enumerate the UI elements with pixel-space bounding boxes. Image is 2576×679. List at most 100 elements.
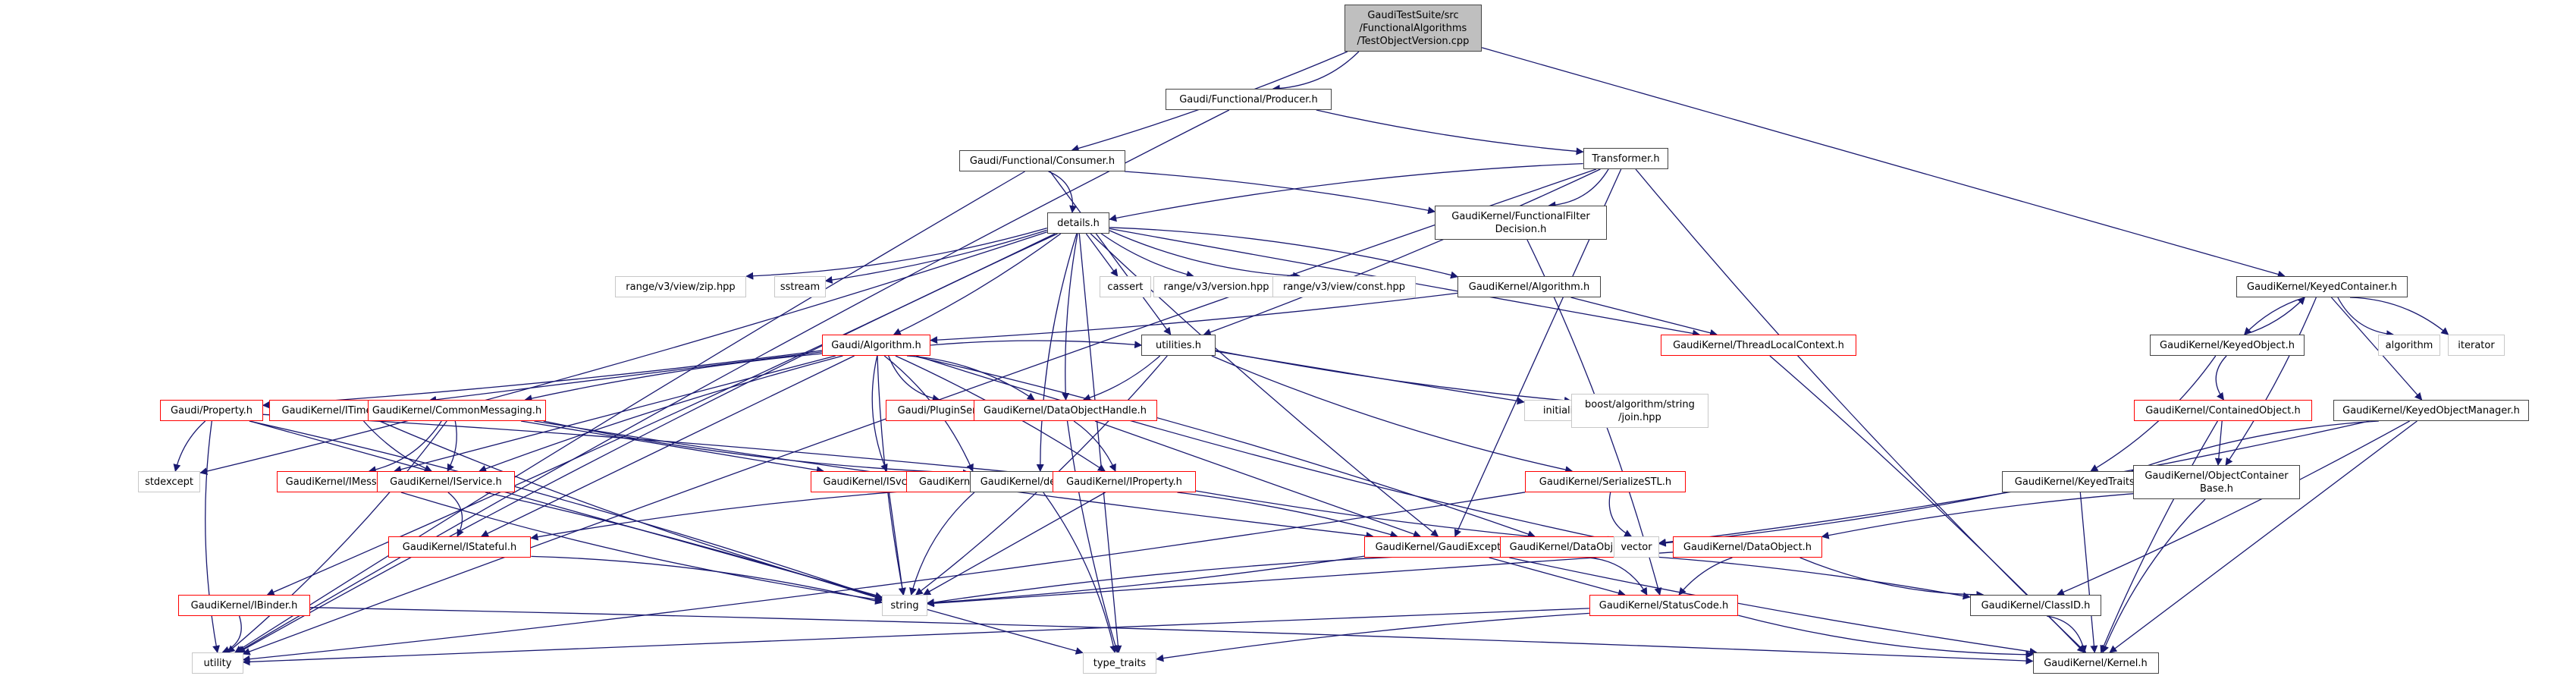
node-transformer[interactable]: Transformer.h (1583, 148, 1669, 169)
edge-utilities-to-serializestl (1211, 355, 1574, 473)
edge-details-to-stdexcept (199, 231, 1048, 476)
edge-iservice-to-istateful (447, 492, 464, 537)
node-string[interactable]: string (882, 595, 927, 616)
node-commonmsg[interactable]: GaudiKernel/CommonMessaging.h (368, 400, 546, 421)
edge-property-to-string (249, 420, 883, 601)
node-iproperty[interactable]: GaudiKernel/IProperty.h (1053, 471, 1196, 492)
edge-gaudialgorithm-to-imessagesvc (394, 355, 836, 473)
edge-root-to-producer (1272, 51, 1360, 93)
edge-detected-to-typetraits (1043, 492, 1118, 653)
edge-imessagesvc-to-string (400, 492, 883, 603)
node-producer[interactable]: Gaudi/Functional/Producer.h (1165, 89, 1332, 110)
edge-statuscode-to-utility (242, 608, 1589, 666)
node-typetraits[interactable]: type_traits (1082, 652, 1157, 674)
edge-gaudiexception-to-kernel (1509, 557, 2038, 655)
node-const[interactable]: range/v3/view/const.hpp (1272, 276, 1416, 297)
node-statuscode[interactable]: GaudiKernel/StatusCode.h (1589, 595, 1739, 616)
edge-statuscode-to-kernel (1738, 615, 2034, 659)
node-label: utility (203, 657, 232, 669)
edge-details-to-cassert (1085, 233, 1119, 277)
node-utility[interactable]: utility (192, 652, 243, 674)
node-label: GaudiKernel/ContainedObject.h (2145, 404, 2301, 417)
node-serializestl[interactable]: GaudiKernel/SerializeSTL.h (1525, 471, 1686, 492)
node-label: Gaudi/Functional/Consumer.h (969, 155, 1115, 167)
node-version[interactable]: range/v3/version.hpp (1153, 276, 1279, 297)
edge-utilities-to-dataobjhandle (1082, 355, 1161, 401)
node-zip[interactable]: range/v3/view/zip.hpp (614, 276, 747, 297)
edge-gaudialgorithm-to-property (262, 350, 822, 409)
node-iterator[interactable]: iterator (2448, 335, 2505, 356)
node-label: GaudiTestSuite/src /FunctionalAlgorithms… (1357, 9, 1470, 47)
node-keyedcontainer[interactable]: GaudiKernel/KeyedContainer.h (2236, 276, 2408, 297)
node-stdexcept[interactable]: stdexcept (137, 471, 201, 492)
node-root[interactable]: GaudiTestSuite/src /FunctionalAlgorithms… (1344, 5, 1483, 52)
node-label: GaudiKernel/IProperty.h (1066, 476, 1182, 488)
node-cassert[interactable]: cassert (1100, 276, 1151, 297)
node-classid[interactable]: GaudiKernel/ClassID.h (1969, 595, 2102, 616)
node-property[interactable]: Gaudi/Property.h (160, 400, 263, 421)
node-keyedobject[interactable]: GaudiKernel/KeyedObject.h (2150, 335, 2305, 356)
node-ffd[interactable]: GaudiKernel/FunctionalFilter Decision.h (1435, 206, 1607, 240)
node-label: GaudiKernel/CommonMessaging.h (372, 404, 542, 417)
node-utilities[interactable]: utilities.h (1141, 335, 1216, 356)
edge-transformer-to-details (1109, 162, 1583, 222)
edge-gaudialgorithm-to-vector (916, 355, 1615, 544)
node-label: GaudiKernel/IBinder.h (190, 599, 298, 611)
node-keyedobjmgr[interactable]: GaudiKernel/KeyedObjectManager.h (2333, 400, 2529, 421)
edge-istateful-to-string (531, 555, 883, 605)
node-iservice[interactable]: GaudiKernel/IService.h (377, 471, 515, 492)
edge-ialgorithm-to-string (909, 492, 975, 596)
edge-details-to-const (1109, 230, 1301, 280)
node-dataobject[interactable]: GaudiKernel/DataObject.h (1673, 536, 1822, 558)
node-ibinder[interactable]: GaudiKernel/IBinder.h (178, 595, 310, 616)
node-label: string (890, 599, 919, 611)
node-details[interactable]: details.h (1046, 212, 1110, 234)
edge-consumer-to-utility (234, 171, 1025, 653)
node-gkalgorithm[interactable]: GaudiKernel/Algorithm.h (1457, 276, 1601, 297)
node-label: range/v3/version.hpp (1163, 281, 1269, 293)
node-vector[interactable]: vector (1614, 536, 1659, 558)
node-label: GaudiKernel/Algorithm.h (1468, 281, 1590, 293)
node-algorithm[interactable]: algorithm (2377, 335, 2441, 356)
node-label: details.h (1057, 217, 1100, 229)
node-label: iterator (2458, 339, 2495, 351)
edge-property-to-utility (205, 420, 221, 653)
edge-transformer-to-ffd (1548, 168, 1609, 209)
node-label: GaudiKernel/IStateful.h (402, 541, 517, 553)
node-istateful[interactable]: GaudiKernel/IStateful.h (387, 536, 532, 558)
edge-details-to-dataobjhandle (1062, 233, 1078, 401)
node-kernel[interactable]: GaudiKernel/Kernel.h (2032, 652, 2159, 674)
node-label: GaudiKernel/ThreadLocalContext.h (1673, 339, 1844, 351)
node-label: range/v3/view/zip.hpp (626, 281, 736, 293)
node-label: GaudiKernel/FunctionalFilter Decision.h (1451, 210, 1590, 235)
edge-itimeline-to-iservice (363, 420, 432, 472)
node-label: stdexcept (145, 476, 193, 488)
node-consumer[interactable]: Gaudi/Functional/Consumer.h (959, 150, 1126, 171)
edge-dataobjid-to-statuscode (1588, 557, 1648, 596)
edge-keyedcontainer-to-algorithm (2337, 297, 2395, 338)
edge-serializestl-to-utility (242, 492, 1526, 663)
node-label: GaudiKernel/DataObject.h (1683, 541, 1812, 553)
edge-details-to-utility (237, 233, 1058, 653)
edge-details-to-detected (1036, 233, 1078, 472)
node-label: type_traits (1093, 657, 1147, 669)
node-containedobject[interactable]: GaudiKernel/ContainedObject.h (2134, 400, 2312, 421)
edge-gaudiexception-to-string (926, 555, 1365, 607)
node-label: Gaudi/Property.h (170, 404, 253, 417)
edge-containedobject-to-objcontbase (2214, 420, 2223, 466)
edge-keyedtraits-to-kernel (2079, 492, 2098, 653)
node-boostjoin[interactable]: boost/algorithm/string /join.hpp (1570, 394, 1709, 428)
node-sstream[interactable]: sstream (774, 276, 826, 297)
edge-commonmsg-to-utility (227, 420, 447, 653)
edge-dataobject-to-string (926, 552, 1674, 608)
node-dataobjhandle[interactable]: GaudiKernel/DataObjectHandle.h (973, 400, 1157, 421)
edge-keyedcontainer-to-objcontbase (2225, 297, 2317, 466)
node-label: boost/algorithm/string /join.hpp (1585, 398, 1695, 423)
edge-iproperty-to-string (923, 492, 1106, 596)
node-objcontbase[interactable]: GaudiKernel/ObjectContainer Base.h (2133, 465, 2300, 499)
node-label: GaudiKernel/IService.h (390, 476, 502, 488)
node-label: GaudiKernel/KeyedContainer.h (2247, 281, 2397, 293)
node-gaudialgorithm[interactable]: Gaudi/Algorithm.h (821, 335, 931, 356)
node-threadlocal[interactable]: GaudiKernel/ThreadLocalContext.h (1661, 335, 1856, 356)
